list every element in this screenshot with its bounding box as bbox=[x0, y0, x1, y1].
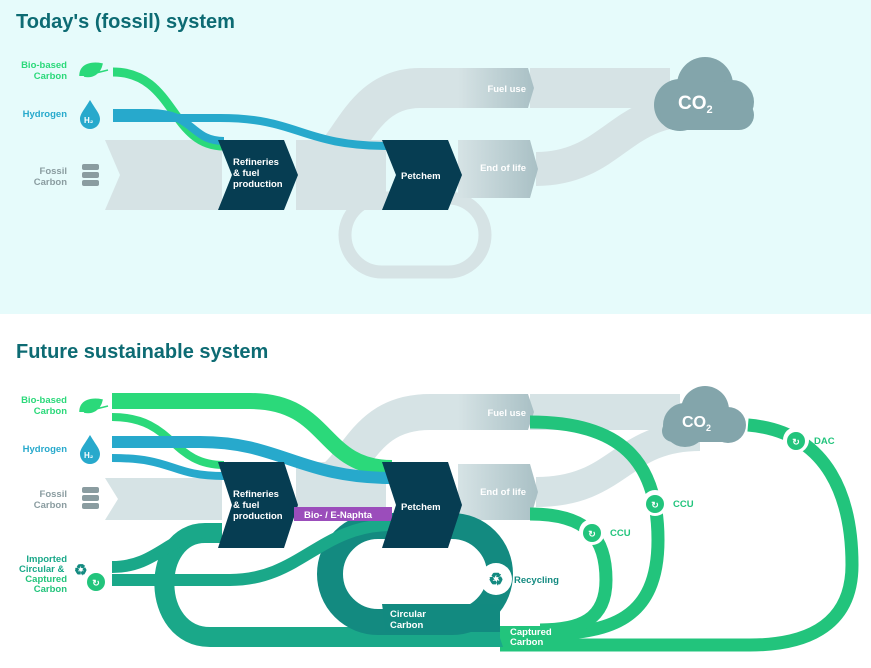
refineries-label: Refineries & fuel production bbox=[233, 157, 283, 190]
svg-text:↻: ↻ bbox=[792, 437, 800, 447]
fuel-use-arrow bbox=[458, 394, 534, 430]
end-of-life-arrow bbox=[458, 140, 538, 198]
svg-text:♻: ♻ bbox=[74, 562, 87, 579]
svg-text:↻: ↻ bbox=[651, 500, 659, 510]
imported-to-refineries-flow bbox=[111, 524, 223, 573]
today-title: Today's (fossil) system bbox=[16, 11, 235, 33]
co2-label: CO2 bbox=[678, 93, 713, 116]
co2-cloud bbox=[654, 57, 754, 131]
fossil-flow bbox=[105, 140, 222, 210]
future-section: Future sustainable system Refineries & f… bbox=[16, 341, 859, 652]
svg-text:H₂: H₂ bbox=[84, 116, 94, 125]
oil-barrel-icon bbox=[82, 487, 99, 509]
ccu-outer-label: CCU bbox=[673, 499, 694, 510]
recycle-icon: ♻ bbox=[488, 570, 503, 589]
oil-barrel-icon bbox=[82, 164, 99, 186]
circular-carbon-tag bbox=[382, 604, 500, 632]
hydrogen-to-petchem-flow bbox=[113, 114, 391, 150]
captured-carbon-loops bbox=[500, 415, 859, 652]
svg-text:↻: ↻ bbox=[92, 578, 100, 588]
hydrogen-to-refineries-flow bbox=[111, 454, 225, 480]
cloud-cycle-icon bbox=[787, 432, 805, 450]
petchem-box bbox=[382, 462, 462, 548]
ccu-outer-loop bbox=[529, 415, 665, 641]
cloud-cycle-icon bbox=[583, 524, 601, 542]
svg-text:↻: ↻ bbox=[588, 529, 596, 539]
recycling-label: Recycling bbox=[514, 575, 559, 586]
hydrogen-label: Hydrogen bbox=[23, 109, 68, 120]
petchem-label: Petchem bbox=[401, 502, 441, 513]
leaf-icon bbox=[79, 398, 109, 414]
future-title: Future sustainable system bbox=[16, 341, 268, 363]
cloud-cycle-icon bbox=[646, 495, 664, 513]
ccu-inner-label: CCU bbox=[610, 528, 631, 539]
h2-drop-icon: H₂ bbox=[80, 100, 100, 129]
hydrogen-to-refineries-flow bbox=[113, 109, 225, 145]
captured-carbon-tag bbox=[500, 626, 560, 650]
fuel-use-label: Fuel use bbox=[487, 84, 526, 95]
end-of-life-label: End of life bbox=[480, 163, 526, 174]
leaf-icon bbox=[79, 62, 109, 78]
recycling-node: ♻ bbox=[480, 563, 512, 595]
intermediate-flow bbox=[296, 140, 386, 210]
end-of-life-arrow bbox=[458, 464, 538, 520]
end-of-life-label: End of life bbox=[480, 487, 526, 498]
petchem-label: Petchem bbox=[401, 171, 441, 182]
dac-label: DAC bbox=[814, 436, 835, 447]
fuel-use-label: Fuel use bbox=[487, 408, 526, 419]
bio-to-petchem-flow bbox=[112, 393, 393, 476]
refineries-box bbox=[218, 462, 298, 548]
ccu-inner-node: ↻ bbox=[579, 519, 605, 545]
bio-flow bbox=[112, 67, 225, 151]
co2-cloud bbox=[662, 386, 746, 447]
refineries-box bbox=[218, 140, 298, 210]
refineries-label: Refineries & fuel production bbox=[233, 489, 283, 522]
fossil-flow bbox=[105, 478, 222, 520]
dac-node: ↻ bbox=[783, 427, 809, 453]
today-section: Today's (fossil) system Refineries & fue… bbox=[0, 0, 871, 314]
naphtha-label: Bio- / E-Naphta bbox=[304, 510, 373, 521]
h2-drop-icon: H₂ bbox=[80, 435, 100, 464]
recycle-cloud-icon: ♻ ↻ bbox=[74, 562, 105, 591]
hydrogen-label: Hydrogen bbox=[23, 444, 68, 455]
fuel-use-arrow bbox=[458, 68, 534, 108]
svg-text:H₂: H₂ bbox=[84, 451, 94, 460]
ccu-outer-node: ↻ bbox=[642, 490, 668, 516]
dac-loop bbox=[500, 418, 859, 652]
petchem-box bbox=[382, 140, 462, 210]
co2-label: CO2 bbox=[682, 414, 711, 433]
hydrogen-to-petchem-flow bbox=[112, 436, 393, 484]
imported-to-petchem-flow bbox=[112, 519, 393, 586]
naphtha-flow bbox=[294, 507, 392, 521]
